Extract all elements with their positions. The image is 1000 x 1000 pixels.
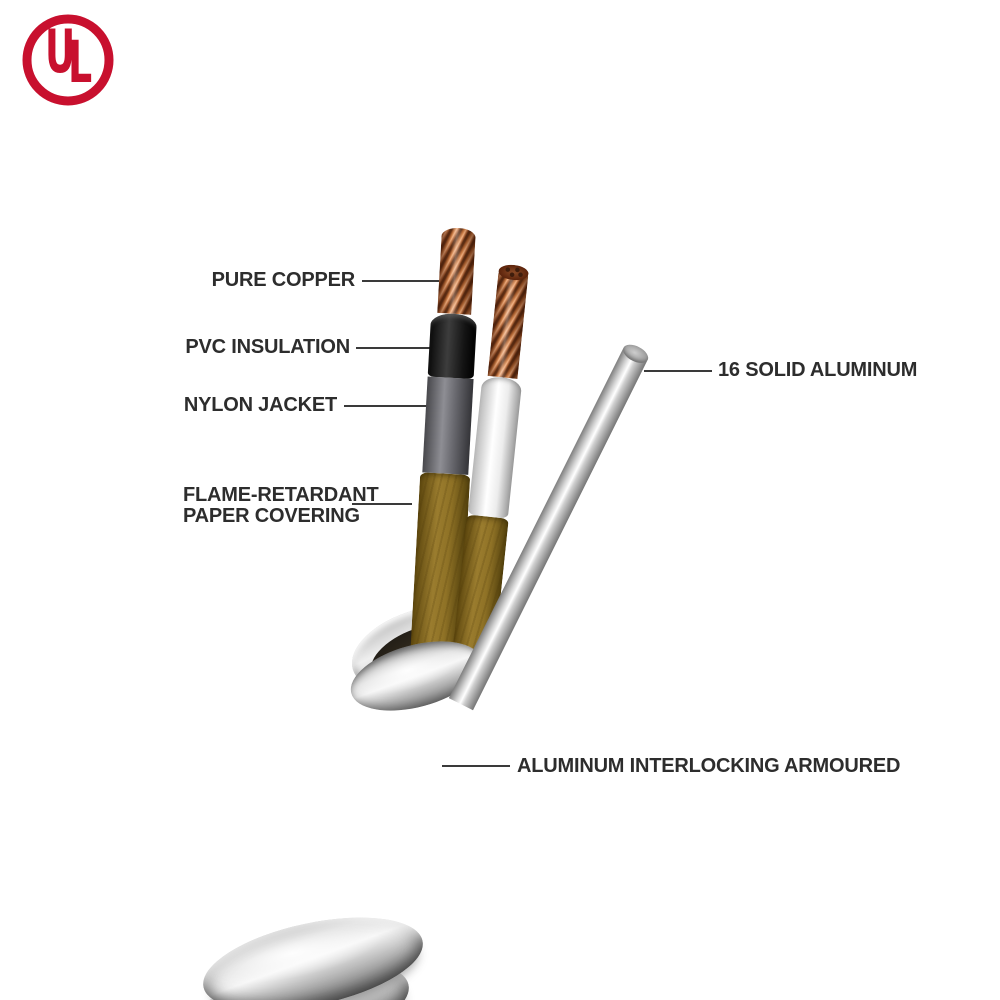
nylon-jacket-layer (422, 376, 474, 475)
label-pvc-insulation: PVC INSULATION (185, 336, 350, 358)
label-flame-retardant-paper: FLAME-RETARDANT PAPER COVERING (183, 485, 379, 527)
label-aluminum-interlocking-armoured: ALUMINUM INTERLOCKING ARMOURED (517, 755, 901, 777)
ul-logo-ring (22, 14, 114, 106)
pure-copper-strands (437, 227, 476, 315)
pvc-insulation-layer (427, 312, 478, 380)
label-flame-retardant-line1: FLAME-RETARDANT (183, 484, 379, 506)
pure-copper-strands (487, 266, 529, 379)
white-insulation-layer (467, 375, 523, 519)
label-solid-aluminum: 16 SOLID ALUMINUM (718, 359, 918, 381)
label-pure-copper: PURE COPPER (211, 269, 356, 291)
label-nylon-jacket: NYLON JACKET (183, 394, 337, 416)
leader-line-solid-aluminum (644, 370, 712, 372)
leader-line-nylon-jacket (344, 405, 438, 407)
leader-line-armoured (442, 765, 510, 767)
leader-line-pvc-insulation (356, 347, 452, 349)
ul-logo-letter-u: U (45, 17, 75, 87)
leader-line-paper-covering (352, 503, 412, 505)
ul-certification-logo: U L (22, 14, 114, 106)
label-flame-retardant-line2: PAPER COVERING (183, 505, 360, 527)
ul-logo-letter-l: L (68, 30, 92, 96)
leader-line-pure-copper (362, 280, 452, 282)
aluminum-rod-cut-face (620, 341, 652, 367)
